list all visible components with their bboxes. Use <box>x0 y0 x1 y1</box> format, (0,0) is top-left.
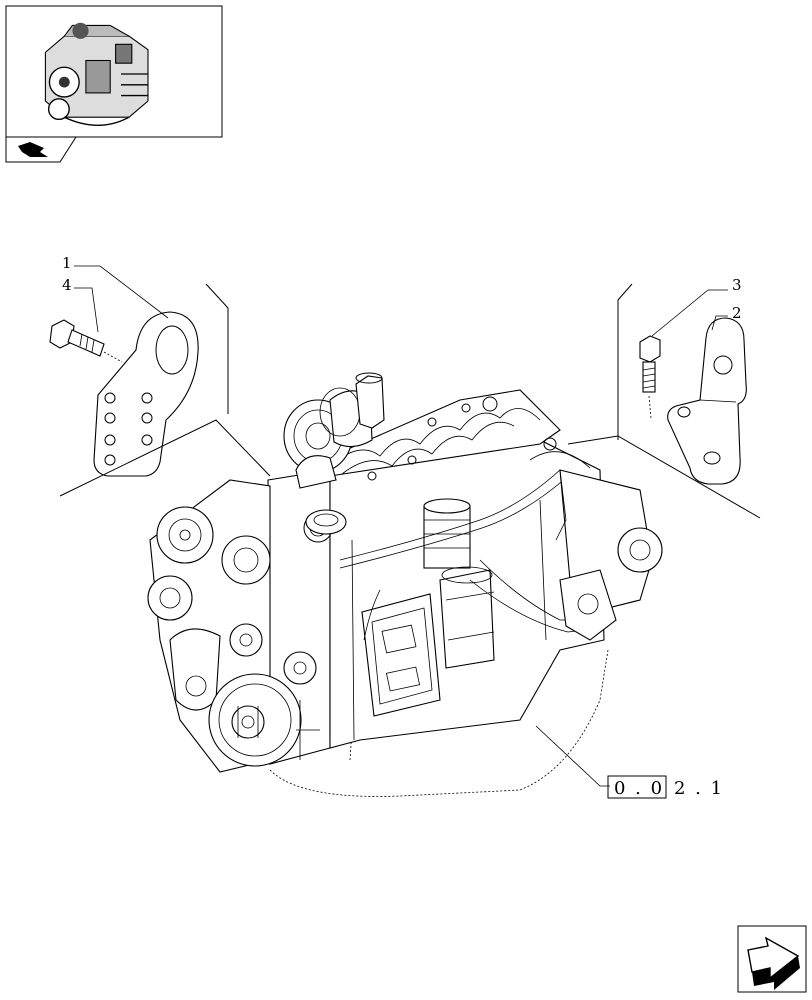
front-lifting-bracket-group <box>49 311 199 477</box>
reference-boxed: 0 . 0 <box>614 778 664 799</box>
engine-thumbnail[interactable] <box>5 5 223 138</box>
callout-1: 1 <box>62 254 72 272</box>
section-arrow-box[interactable] <box>5 136 77 163</box>
bolt-part-4[interactable] <box>49 319 105 357</box>
ecu-module <box>361 589 441 717</box>
rear-lifting-bracket-group <box>639 317 747 485</box>
callout-4: 4 <box>62 276 72 294</box>
callout-3: 3 <box>732 276 742 294</box>
reference-suffix: 2 . 1 <box>674 778 724 799</box>
next-page-arrow-icon <box>747 936 800 990</box>
engine-thumbnail-icon <box>44 22 149 126</box>
turbocharger <box>283 372 385 489</box>
rear-lifting-bracket[interactable] <box>667 317 747 485</box>
fuel-filter <box>423 498 495 669</box>
bolt-part-3[interactable] <box>639 335 661 393</box>
engine-assembly-drawing <box>147 372 663 797</box>
next-page-button[interactable] <box>737 925 807 993</box>
reference-label[interactable]: 0 . 0 2 . 1 <box>607 775 724 799</box>
section-arrow-icon <box>18 142 48 157</box>
front-lifting-bracket[interactable] <box>93 311 199 477</box>
callout-2: 2 <box>732 304 742 322</box>
